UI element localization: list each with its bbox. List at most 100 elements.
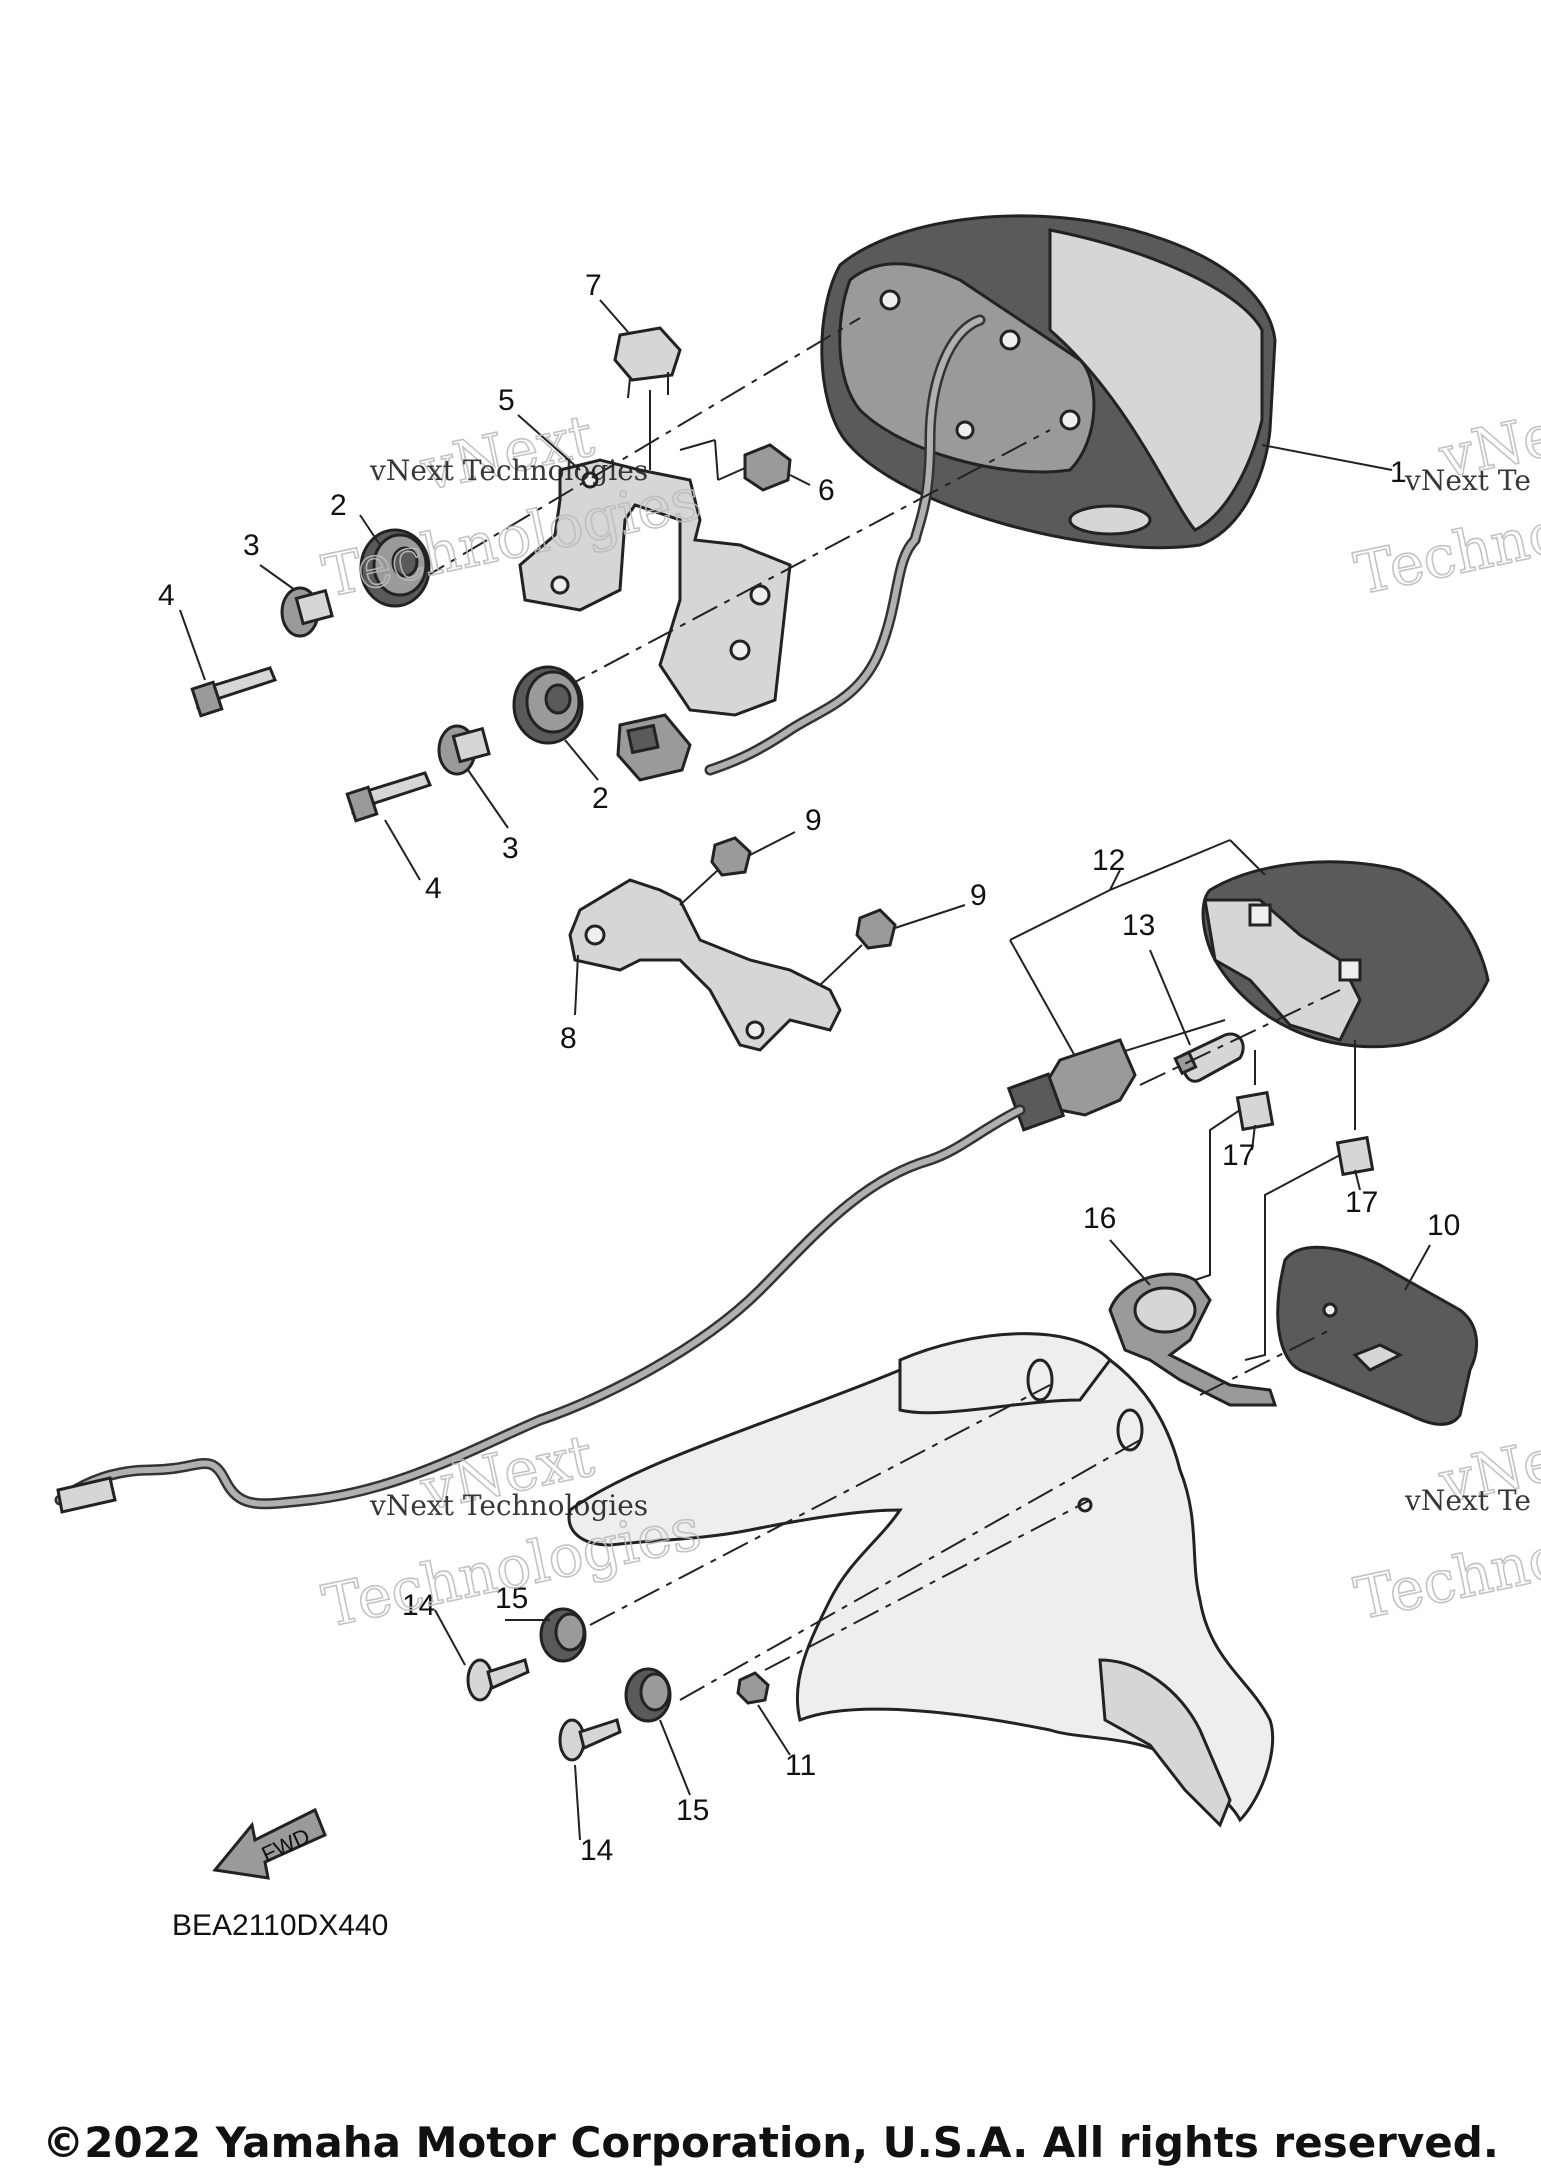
leader-7 [599,299,629,333]
holder-16 [1108,1272,1278,1407]
callout-14: 14 [402,1589,435,1622]
proj-line-reflector [1199,1329,1331,1396]
watermark-edge-technologies: Techno [1349,1523,1541,1633]
reflector-10 [1276,1245,1479,1426]
leader-12c [1229,839,1266,876]
callout-9: 9 [805,804,822,837]
callout-7: 7 [585,269,602,302]
callout-15: 15 [495,1582,528,1615]
clip-7 [613,326,682,399]
clip-17-right [1335,1135,1375,1177]
proj-line-fender-3 [764,1499,1091,1671]
nut-9-upper [710,836,752,877]
watermark-upper: vNext vNext Technologies Technologies [316,401,707,612]
leader-6c [714,439,719,481]
watermark-edge-text: vNext Te [1404,1484,1531,1517]
callout-9: 9 [970,879,987,912]
fwd-arrow: FWD [212,1807,327,1880]
callout-3: 3 [502,832,519,865]
leader-1 [1261,444,1393,471]
callout-17: 17 [1345,1186,1378,1219]
callout-2: 2 [592,782,609,815]
leader-6 [789,474,811,486]
callouts: 1 2 2 3 3 4 4 5 6 7 8 9 9 10 11 12 13 14… [158,269,1460,1867]
proj-line-bulb [1139,989,1341,1086]
callout-16: 16 [1083,1202,1116,1235]
leader-14b [574,1764,581,1841]
bolt-4-upper [190,666,278,718]
leader-3b [467,769,509,829]
bolt-4-lower [345,771,433,823]
leader-12b [1109,839,1231,891]
callout-2: 2 [330,489,347,522]
watermark-text: vNext Technologies [369,1489,648,1522]
watermark-edge-text: vNext Te [1404,464,1531,497]
callout-15: 15 [676,1794,709,1827]
tail-light-coupler [616,713,692,782]
license-light-cover-12 [1201,860,1490,1049]
tail-light-wire [704,314,986,776]
leader-4a [179,609,206,681]
leader-5 [517,414,581,471]
diagram-code: BEA2110DX440 [172,1909,388,1942]
callout-1: 1 [1390,456,1407,489]
leader-11 [757,1704,791,1756]
leader-16 [1109,1239,1151,1286]
callout-11: 11 [785,1749,816,1782]
watermark-text: vNext Technologies [369,454,648,487]
callout-6: 6 [818,474,835,507]
grommet-2-upper [359,528,431,608]
leader-9b [894,904,966,929]
leader-14a [434,1609,466,1666]
leader-10 [1404,1244,1431,1291]
callout-13: 13 [1122,909,1155,942]
proj-line-fender-1 [589,1384,1051,1626]
grommet-2-lower [512,665,584,745]
leader-15b [659,1719,691,1796]
nut-11 [736,1671,770,1705]
leader-12a [1009,889,1111,941]
proj-line-lower [559,429,1051,691]
clip-17-left [1235,1090,1275,1132]
leader-17a [1251,1124,1256,1151]
nut-6 [743,443,792,492]
proj-line-fender-2 [679,1439,1141,1701]
grommet-15-upper [539,1607,587,1663]
collar-3-upper [280,586,334,638]
leader-17b [1354,1169,1361,1191]
leader-12d [1109,869,1121,891]
watermark-edge-technologies: Techno [1349,498,1541,608]
leader-6d [717,467,746,481]
leader-9c [679,869,719,906]
watermark-right-upper: vNe vNext Te Techno [1348,400,1541,609]
copyright-notice: ©2022 Yamaha Motor Corporation, U.S.A. A… [42,2118,1499,2167]
callout-14: 14 [580,1834,613,1867]
callout-12: 12 [1092,844,1125,877]
leader-2b [564,739,599,781]
leader-17e [1194,1109,1241,1281]
callout-4: 4 [158,579,175,612]
leader-3a [259,564,296,591]
bulb-socket [1006,1038,1137,1132]
grommet-15-lower [624,1667,672,1723]
callout-17: 17 [1222,1139,1255,1172]
bracket-8 [568,878,842,1052]
callout-5: 5 [498,384,515,417]
license-light-wire [54,1104,1026,1514]
callout-3: 3 [243,529,260,562]
leader-6b [679,439,716,451]
collar-3-lower [437,724,491,776]
leader-13 [1149,949,1191,1046]
watermark-right-lower: vNe vNext Te Techno [1348,1425,1541,1634]
rear-fender [567,1332,1275,1828]
leader-12e [1009,939,1081,1066]
leader-2a [359,514,381,546]
leader-8 [574,954,579,1016]
proj-line-upper [419,317,861,581]
bolt-14-upper [466,1658,530,1702]
callout-10: 10 [1427,1209,1460,1242]
leader-17f [1244,1154,1341,1361]
bolt-14-lower [558,1718,622,1762]
callout-4: 4 [425,872,442,905]
